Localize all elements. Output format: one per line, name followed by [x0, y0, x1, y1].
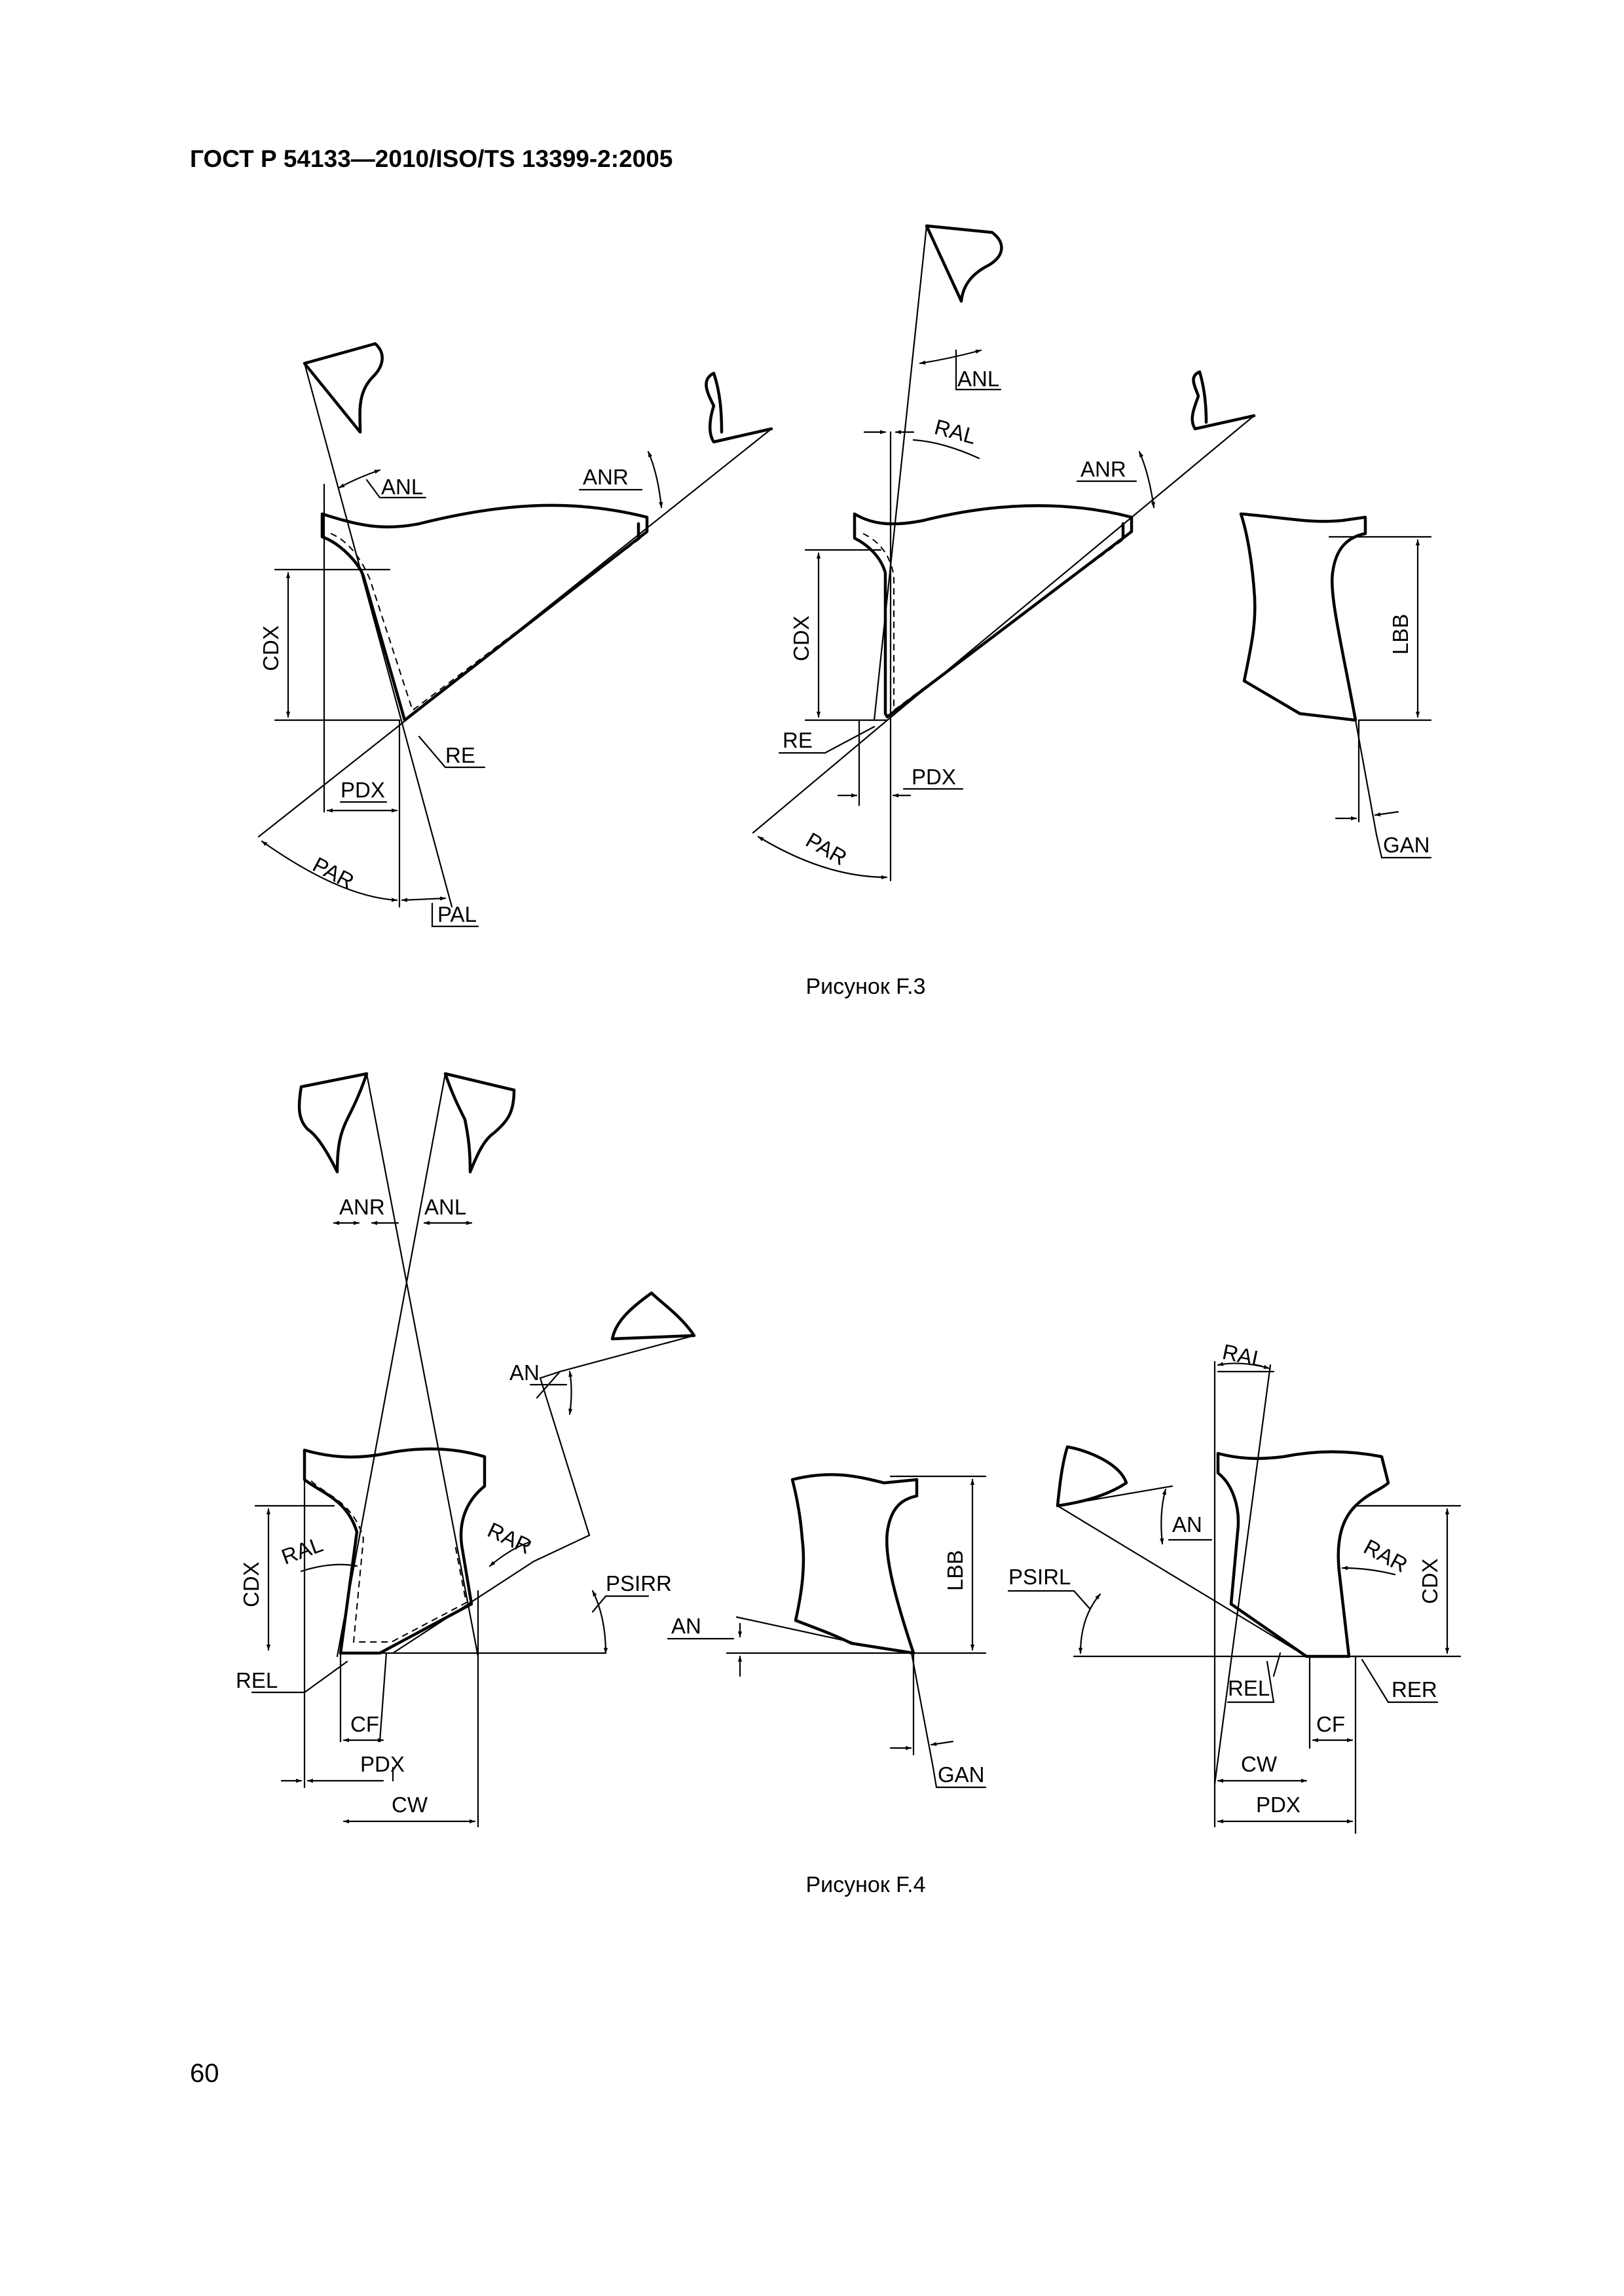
f4a-rel-label: REL [236, 1668, 278, 1692]
page-number: 60 [190, 2059, 219, 2088]
f3a-anl-label: ANL [381, 475, 423, 499]
f4b-an-label: AN [671, 1614, 701, 1638]
page-header: ГОСТ Р 54133—2010/ISO/TS 13399-2:2005 [190, 145, 673, 172]
figure-f4-view-right: RAL AN RAR PSIRL CDX REL CF RER CW PDX [1007, 1339, 1462, 1834]
f4c-rel-label: REL [1228, 1676, 1270, 1700]
f3a-cdx-label: CDX [259, 625, 283, 671]
f4a-cf-label: CF [350, 1712, 379, 1736]
f4a-an-label: AN [509, 1360, 540, 1385]
f3b-pdx-label: PDX [912, 765, 956, 789]
f3a-re-label: RE [445, 743, 475, 767]
f4a-anl-label: ANL [424, 1195, 466, 1219]
f4c-psirl-label: PSIRL [1008, 1565, 1071, 1589]
f3c-gan-label: GAN [1383, 833, 1430, 857]
f3a-anr-label: ANR [583, 465, 629, 489]
f4a-cw-label: CW [392, 1793, 428, 1817]
figure-f4-view-left: ANR ANL AN RAL RAR CDX PSIRR REL CF PDX … [236, 1072, 696, 1828]
f4a-cdx-label: CDX [239, 1561, 263, 1607]
f4c-ral-label: RAL [1221, 1339, 1266, 1372]
f3a-pal-label: PAL [437, 902, 477, 926]
f4a-ral-label: RAL [278, 1532, 326, 1569]
figure-f4-view-middle: AN LBB GAN [667, 1473, 987, 1789]
f4a-psirr-label: PSIRR [606, 1571, 672, 1595]
f4c-cw-label: CW [1241, 1752, 1278, 1776]
f4a-pdx-label: PDX [360, 1752, 405, 1776]
f4a-anr-label: ANR [339, 1195, 385, 1219]
f3c-lbb-label: LBB [1388, 614, 1412, 655]
f3a-par-label: PAR [309, 852, 358, 894]
figure-f3-view-middle: ANL RAL ANR CDX RE PDX PAR [752, 224, 1256, 882]
f4a-rar-label: RAR [484, 1518, 536, 1559]
f3b-anl-label: ANL [957, 367, 999, 391]
f3b-par-label: PAR [802, 828, 851, 870]
f3a-pdx-label: PDX [341, 778, 385, 802]
f4c-pdx-label: PDX [1256, 1793, 1301, 1817]
f4c-cf-label: CF [1316, 1712, 1345, 1736]
figure-f4-caption: Рисунок F.4 [805, 1872, 926, 1897]
figure-f3-view-right: LBB GAN [1239, 512, 1432, 859]
f4c-rar-label: RAR [1360, 1535, 1412, 1577]
f4c-rer-label: RER [1392, 1677, 1437, 1702]
f3b-cdx-label: CDX [789, 615, 813, 661]
f4b-gan-label: GAN [938, 1762, 985, 1787]
figure-f3-view-left: ANL ANR CDX RE PDX PAR PAL [257, 342, 773, 928]
figure-f3-caption: Рисунок F.3 [805, 974, 926, 999]
f3b-re-label: RE [783, 728, 813, 752]
f4c-an-label: AN [1172, 1512, 1202, 1537]
f3b-anr-label: ANR [1080, 457, 1126, 481]
f4c-cdx-label: CDX [1418, 1558, 1442, 1604]
f4b-lbb-label: LBB [943, 1550, 967, 1591]
